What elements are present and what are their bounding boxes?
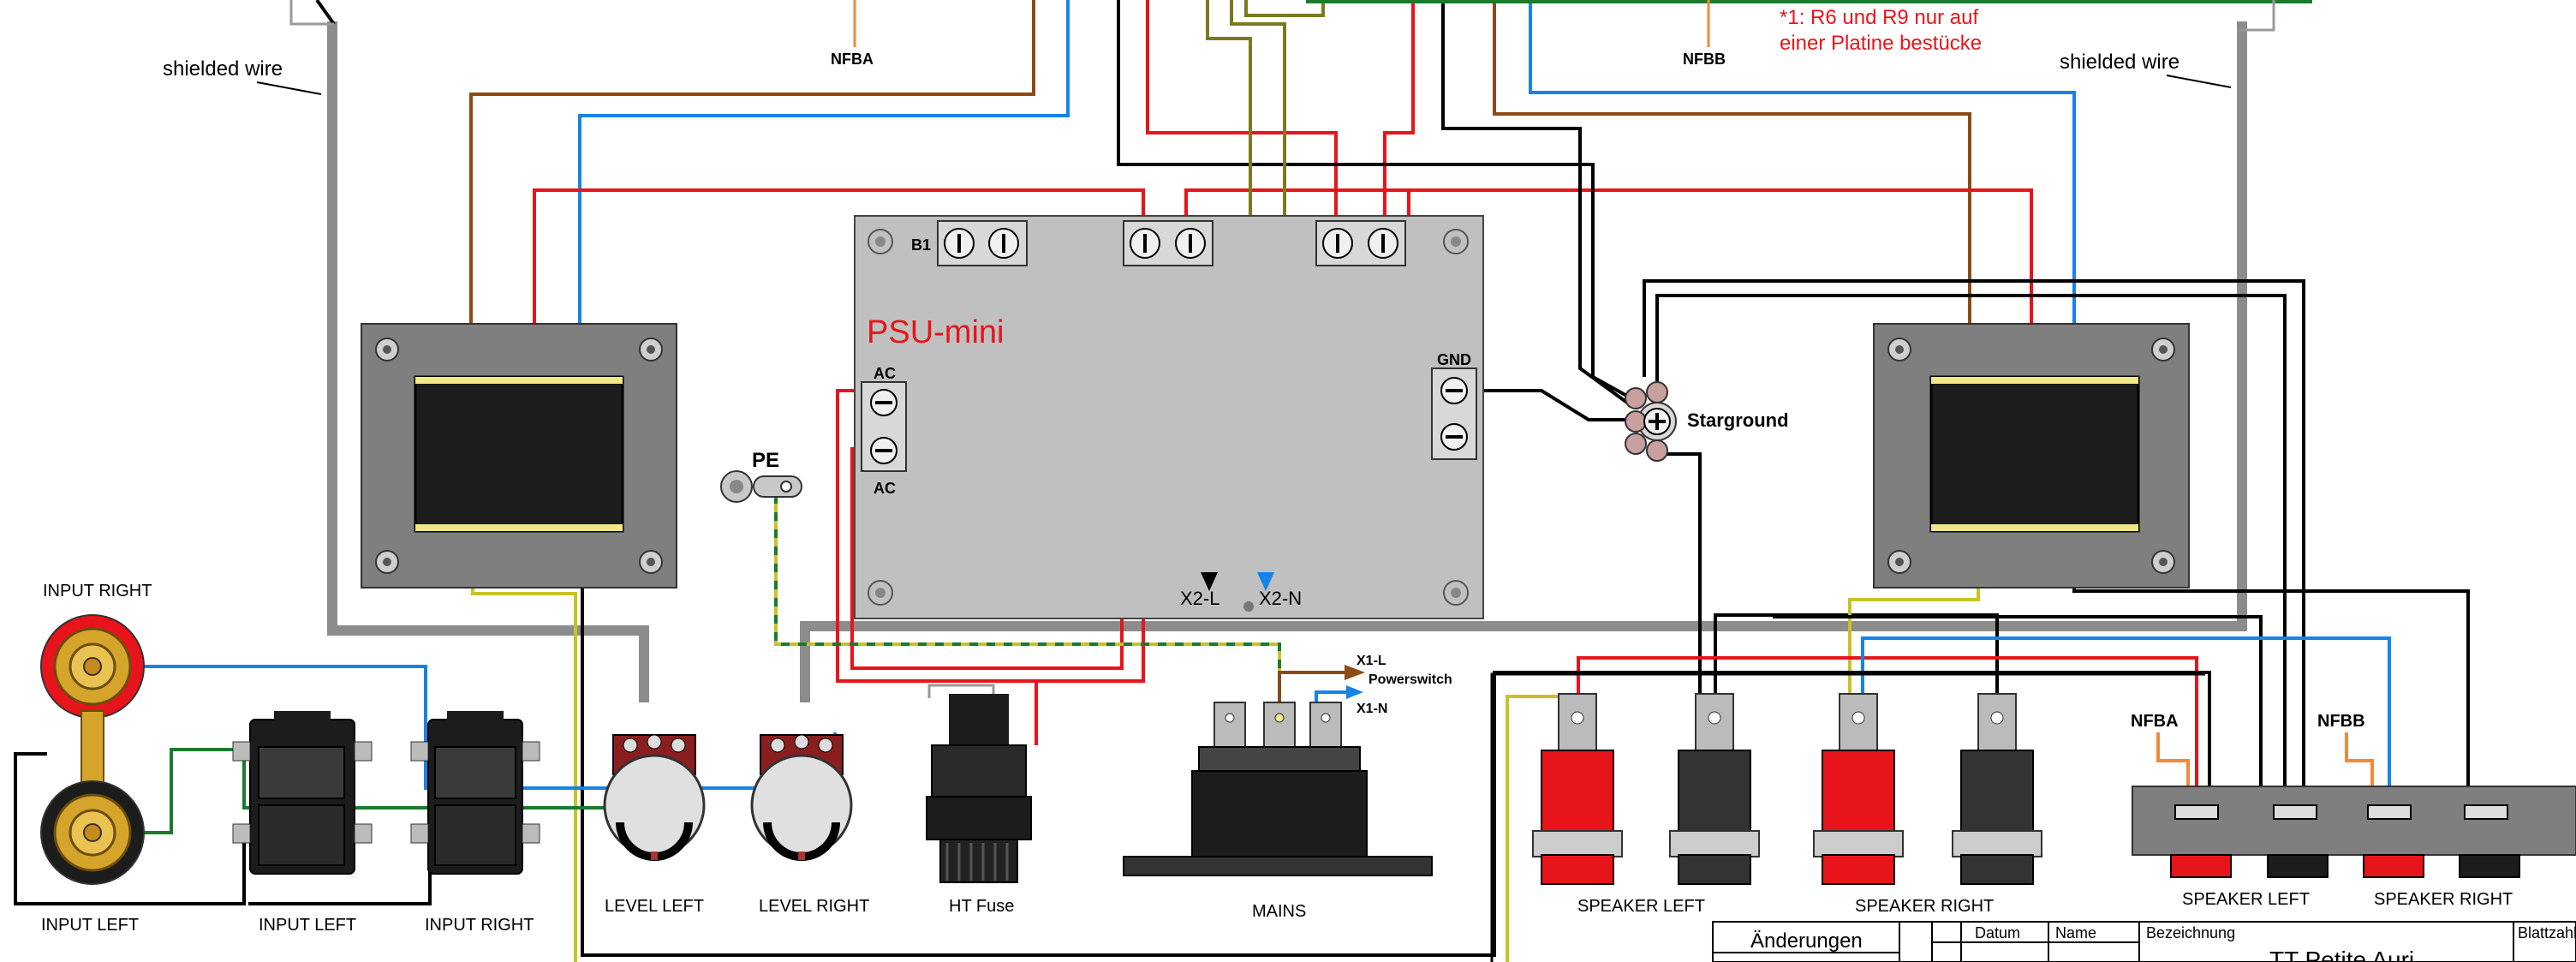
nfbb-terminal-label: NFBB — [2317, 712, 2365, 731]
speaker-post-right-black — [1952, 693, 2042, 885]
pe-connector: PE — [720, 449, 802, 503]
wire-star-to-right-2 — [1655, 294, 2287, 814]
x1n-label: X1-N — [1357, 702, 1387, 716]
gnd-label: GND — [1437, 351, 1471, 368]
input-left-bottom-label: INPUT LEFT — [41, 916, 139, 935]
pe-label: PE — [752, 449, 779, 472]
shielded-wire-right — [800, 21, 2247, 702]
wire-white-fuse — [927, 684, 995, 698]
ht-fuse-label: HT Fuse — [949, 897, 1014, 916]
wire-blue-left — [578, 0, 1070, 377]
title-block-designation: Bezeichnung — [2146, 924, 2235, 941]
powerswitch-label: Powerswitch — [1368, 672, 1452, 687]
nfba-terminal-label: NFBA — [2131, 712, 2179, 731]
speaker-post-left-red — [1532, 693, 1623, 885]
speaker-right-term-label: SPEAKER RIGHT — [2374, 890, 2513, 909]
speaker-left-posts-label: SPEAKER LEFT — [1577, 897, 1705, 916]
wire-olive-2 — [1230, 0, 1286, 326]
level-left-label: LEVEL LEFT — [605, 897, 704, 916]
x2l-arrow — [1201, 572, 1218, 591]
shielded-arrow-right — [2166, 75, 2232, 88]
wire-red-right-sec — [1407, 188, 2033, 377]
title-block-date: Datum — [1975, 924, 2020, 941]
output-terminal-board — [2132, 786, 2576, 878]
wire-grey-top-right — [2239, 0, 2275, 32]
rca-input-right — [40, 614, 145, 719]
title-block-name: Name — [2055, 924, 2096, 941]
wire-gnd-starground — [1456, 389, 1631, 421]
input-left-jack-label: INPUT LEFT — [259, 916, 356, 935]
nfba-top-label: NFBA — [831, 51, 874, 68]
note-line-2: einer Platine bestücke — [1780, 32, 1982, 55]
title-block — [1712, 921, 2576, 962]
ac-label-bottom: AC — [874, 480, 896, 497]
psu-screw-slots-top — [957, 234, 1385, 253]
note-line-1: *1: R6 und R9 nur auf — [1780, 6, 1978, 29]
wire-olive-1 — [1206, 0, 1252, 326]
x2l-label: X2-L — [1180, 588, 1219, 609]
title-block-changes: Änderungen — [1750, 929, 1863, 953]
psu-board: PSU-mini B1 AC AC GND X2-L — [854, 215, 1484, 619]
title-block-title: TT Petite Auri — [2269, 947, 2414, 962]
wire-star-down — [1661, 452, 1702, 711]
transformer-right — [1873, 323, 2190, 589]
wire-red-right-sec2 — [1383, 0, 1415, 233]
level-right-label: LEVEL RIGHT — [759, 897, 869, 916]
shielded-wire-left — [327, 21, 649, 702]
wire-brown-right — [1493, 0, 1971, 377]
wire-red-speaker — [1577, 656, 2198, 814]
wire-grey-top-left — [289, 0, 334, 26]
input-right-jack-label: INPUT RIGHT — [425, 916, 534, 935]
mains-socket — [1123, 702, 1433, 876]
x1n-arrow — [1346, 685, 1363, 699]
x1l-label: X1-L — [1357, 654, 1386, 668]
wire-red-left-sec — [533, 188, 1145, 377]
wire-black-top-1 — [1117, 0, 1632, 400]
starground-label: Starground — [1687, 409, 1789, 431]
wire-black-input — [14, 752, 246, 905]
wire-brown-left — [469, 0, 1035, 377]
x2n-arrow — [1257, 572, 1274, 591]
ac-label-top: AC — [874, 365, 896, 382]
rca-input-left — [40, 780, 145, 885]
speaker-right-posts-label: SPEAKER RIGHT — [1855, 897, 1994, 916]
nfbb-top-label: NFBB — [1683, 51, 1726, 68]
input-right-top-label: INPUT RIGHT — [43, 582, 152, 601]
jack-input-right — [410, 711, 540, 875]
mains-label: MAINS — [1252, 902, 1306, 921]
pot-level-left[interactable] — [603, 734, 706, 861]
x2n-label: X2-N — [1259, 588, 1302, 609]
wire-olive-3 — [1244, 0, 1325, 17]
transformer-left — [361, 323, 677, 589]
wire-black-speaker-long — [1773, 615, 2263, 814]
b1-label: B1 — [911, 236, 931, 254]
shielded-wire-label-left: shielded wire — [163, 57, 283, 81]
shield-end-left — [315, 0, 336, 26]
wire-pe-green — [774, 487, 1281, 704]
wire-red-top2 — [1146, 0, 1338, 233]
speaker-left-term-label: SPEAKER LEFT — [2182, 890, 2310, 909]
wire-star-to-right-xfmr — [1643, 279, 2305, 857]
ht-fuse — [926, 694, 1032, 883]
speaker-post-right-red — [1813, 693, 1904, 885]
wire-black-top-2 — [1441, 0, 1629, 404]
speaker-post-left-black — [1669, 693, 1760, 885]
x1l-arrow — [1345, 665, 1365, 680]
wire-red-ac-1 — [836, 389, 1145, 683]
output-panel-outline — [1490, 672, 2205, 962]
wire-blue-right — [1529, 0, 2076, 377]
title-block-sheet: Blattzahl — [2518, 924, 2576, 941]
wire-switch-x1n — [1315, 690, 1346, 704]
shielded-arrow-left — [256, 81, 322, 95]
wire-switch-x1l — [1278, 671, 1345, 704]
starground: Starground — [1625, 381, 1789, 462]
pot-level-right[interactable] — [750, 734, 853, 861]
wire-black-left-xfmr — [581, 531, 2211, 957]
psu-title: PSU-mini — [867, 314, 1004, 350]
shielded-wire-label-right: shielded wire — [2060, 51, 2179, 74]
jack-input-left — [232, 711, 373, 875]
